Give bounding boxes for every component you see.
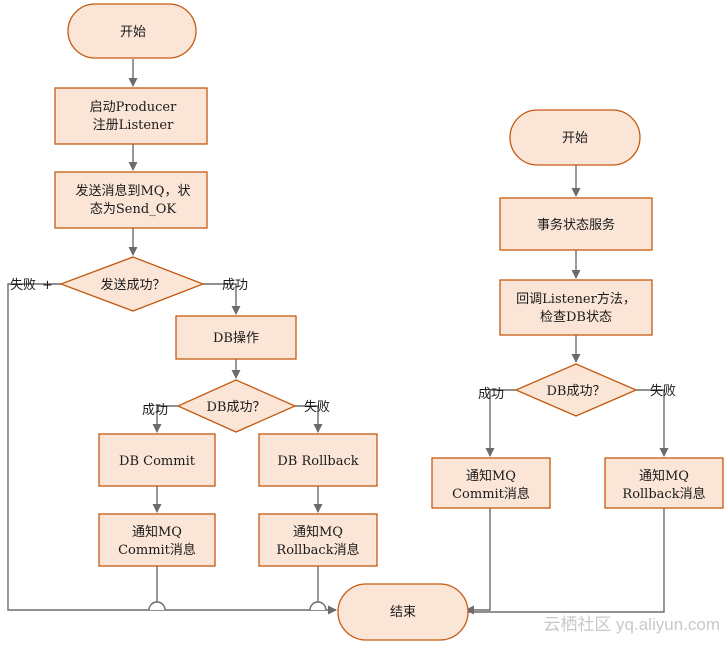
send-fail-plus: +: [42, 278, 53, 293]
send-process: 发送消息到MQ，状 态为Send_OK: [54, 171, 208, 229]
register-process: 启动Producer 注册Listener: [54, 87, 208, 145]
right-start-label: 开始: [562, 131, 588, 146]
register-label-line2: 注册Listener: [93, 118, 174, 133]
send-label-line1: 发送消息到MQ，状: [76, 183, 191, 199]
right-flow-edges: [465, 165, 669, 615]
line-hop-2: [309, 601, 327, 611]
db-rollback-label: DB Rollback: [277, 454, 358, 469]
db-operation-process: DB操作: [175, 315, 297, 360]
edge-rrollback-to-end: [468, 508, 665, 613]
db-success-label: 成功: [142, 403, 168, 418]
send-decision: 发送成功？: [59, 256, 205, 312]
db-decision: DB成功？: [176, 379, 297, 433]
right-db-decision: DB成功？: [514, 363, 638, 417]
left-start-node: 开始: [67, 3, 197, 59]
right-notify-rollback-line1: 通知MQ: [639, 468, 689, 484]
right-notify-commit-line2: Commit消息: [452, 486, 530, 502]
register-label-line1: 启动Producer: [90, 100, 177, 115]
right-notify-rollback-process: 通知MQ Rollback消息: [604, 457, 724, 509]
edge-decision-success-to-dbop: [203, 283, 241, 315]
right-notify-commit-line1: 通知MQ: [466, 468, 516, 484]
tx-service-label: 事务状态服务: [537, 217, 615, 233]
notify-rollback-line1: 通知MQ: [293, 524, 343, 540]
right-notify-rollback-line2: Rollback消息: [622, 486, 705, 502]
edge-rdecision-success-to-commit: [485, 389, 516, 457]
notify-commit-process: 通知MQ Commit消息: [98, 513, 216, 567]
send-fail-label: 失败: [10, 278, 36, 293]
db-rollback-process: DB Rollback: [258, 433, 378, 487]
edge-rdecision-fail-to-rollback: [636, 389, 669, 457]
notify-commit-line1: 通知MQ: [132, 524, 182, 540]
db-operation-label: DB操作: [213, 330, 259, 346]
left-flow-edges: [7, 59, 337, 615]
send-success-label: 成功: [222, 278, 248, 293]
db-fail-label: 失败: [304, 400, 330, 415]
left-start-label: 开始: [120, 25, 146, 40]
send-label-line2: 态为Send_OK: [90, 202, 176, 217]
end-label: 结束: [390, 605, 416, 620]
end-node: 结束: [337, 583, 469, 641]
callback-label-line1: 回调Listener方法，: [516, 291, 636, 307]
callback-label-line2: 检查DB状态: [540, 310, 612, 325]
notify-rollback-line2: Rollback消息: [276, 542, 359, 558]
right-db-decision-label: DB成功？: [547, 384, 606, 399]
line-hop-1: [148, 601, 166, 611]
db-decision-label: DB成功？: [207, 400, 266, 415]
right-notify-commit-process: 通知MQ Commit消息: [431, 457, 551, 509]
callback-process: 回调Listener方法， 检查DB状态: [499, 279, 653, 336]
right-fail-label: 失败: [650, 384, 676, 399]
edge-decision-fail-to-end: [7, 283, 337, 615]
db-commit-process: DB Commit: [98, 433, 216, 487]
send-decision-label: 发送成功？: [100, 277, 165, 293]
right-start-node: 开始: [509, 109, 641, 166]
db-commit-label: DB Commit: [119, 454, 196, 469]
notify-commit-line2: Commit消息: [118, 542, 196, 558]
edge-db-success-to-commit: [152, 405, 178, 433]
edge-rcommit-to-end: [465, 508, 491, 615]
tx-service-process: 事务状态服务: [499, 197, 653, 251]
watermark-text: 云栖社区 yq.aliyun.com: [543, 615, 720, 634]
notify-rollback-process: 通知MQ Rollback消息: [258, 513, 378, 567]
edge-db-fail-to-rollback: [295, 405, 323, 433]
right-success-label: 成功: [478, 387, 504, 402]
